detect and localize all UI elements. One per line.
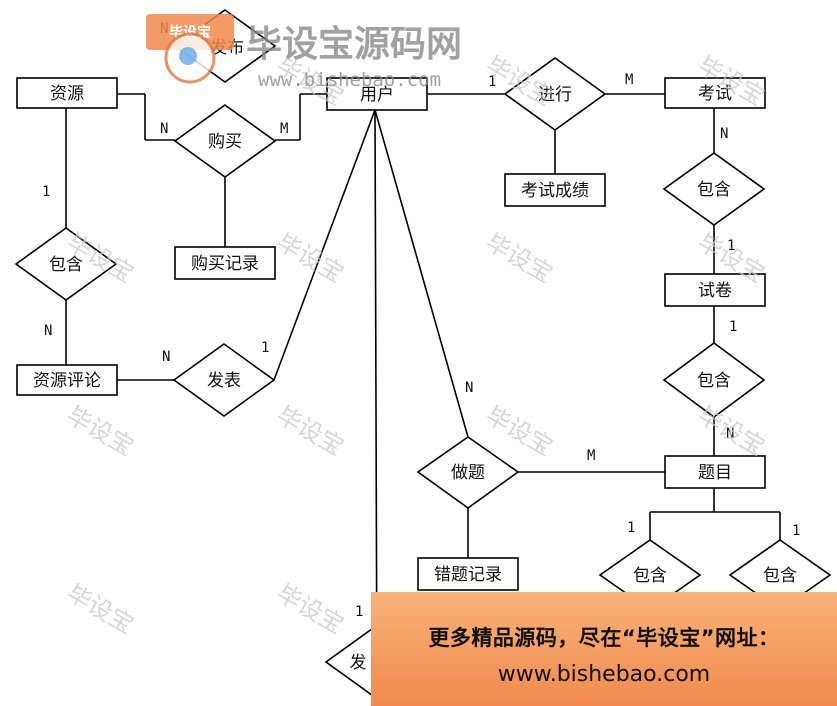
cardinality-conduct-1: 1 xyxy=(488,74,496,90)
svg-text:资源评论: 资源评论 xyxy=(33,371,101,391)
logo-badge xyxy=(146,14,234,50)
entity-user: 用户 xyxy=(326,77,428,111)
banner-url[interactable]: www.bishebao.com xyxy=(497,662,711,687)
entity-resource-comment: 资源评论 xyxy=(16,364,118,396)
svg-text:包含: 包含 xyxy=(633,566,667,586)
cardinality-bottom-1: 1 xyxy=(355,604,363,620)
svg-text:包含: 包含 xyxy=(697,180,731,200)
relationship-purchase: 购买 xyxy=(173,104,277,178)
logo-text: 毕设宝源码网 xyxy=(246,24,462,65)
cardinality-purchase-m: M xyxy=(280,121,288,137)
svg-text:用户: 用户 xyxy=(360,85,394,105)
relationship-contain-resource-comment: 包含 xyxy=(14,227,118,301)
entity-wrong-record: 错题记录 xyxy=(417,557,519,591)
svg-text:发表: 发表 xyxy=(207,371,241,391)
cardinality-do-m: M xyxy=(587,448,595,464)
cardinality-question-n: N xyxy=(726,426,734,442)
svg-text:包含: 包含 xyxy=(697,371,731,391)
cardinality-q-right-1: 1 xyxy=(792,523,800,539)
cardinality-user-do-n: N xyxy=(465,380,473,396)
svg-text:毕设宝: 毕设宝 xyxy=(272,228,348,288)
svg-text:发: 发 xyxy=(350,653,367,673)
entity-exam: 考试 xyxy=(664,77,766,109)
relationship-do-question: 做题 xyxy=(416,436,520,509)
cardinality-resource-1: 1 xyxy=(42,184,50,200)
cardinality-paper-1a: 1 xyxy=(727,238,735,254)
svg-text:题目: 题目 xyxy=(698,463,732,483)
cardinality-labels: N N M 1 M N 1 1 N 1 N N 1 N M 1 1 1 xyxy=(42,21,800,620)
connector-lines xyxy=(65,93,781,706)
svg-text:进行: 进行 xyxy=(538,85,572,105)
promo-banner: 更多精品源码，尽在“毕设宝”网址： www.bishebao.com xyxy=(371,592,837,706)
svg-text:毕设宝: 毕设宝 xyxy=(481,228,557,288)
relationship-conduct: 进行 xyxy=(503,57,607,131)
cardinality-exam-n: N xyxy=(720,126,728,142)
cardinality-post-1: 1 xyxy=(261,340,269,356)
svg-text:毕设宝: 毕设宝 xyxy=(272,579,348,639)
cardinality-q-left-1: 1 xyxy=(627,520,635,536)
svg-text:错题记录: 错题记录 xyxy=(434,565,502,585)
entity-question: 题目 xyxy=(664,455,766,489)
relationship-contain-exam-paper: 包含 xyxy=(662,152,766,226)
cardinality-paper-1b: 1 xyxy=(729,319,737,335)
svg-text:毕设宝: 毕设宝 xyxy=(272,401,348,461)
svg-text:做题: 做题 xyxy=(451,463,485,483)
svg-text:购买记录: 购买记录 xyxy=(191,254,259,274)
logo-url: www.bishebao.com xyxy=(258,69,441,91)
svg-text:包含: 包含 xyxy=(49,255,83,275)
svg-text:试卷: 试卷 xyxy=(698,281,732,301)
svg-text:购买: 购买 xyxy=(208,132,242,152)
entity-purchase-record: 购买记录 xyxy=(174,246,276,280)
cardinality-post-n: N xyxy=(162,349,170,365)
svg-text:毕设宝: 毕设宝 xyxy=(62,401,138,461)
cardinality-comment-n: N xyxy=(44,323,52,339)
banner-line-1: 更多精品源码，尽在“毕设宝”网址： xyxy=(428,626,780,650)
svg-text:资源: 资源 xyxy=(50,84,84,104)
relationship-contain-paper-question: 包含 xyxy=(662,342,766,418)
logo-watermark: 毕设宝 毕设宝源码网 www.bishebao.com xyxy=(146,14,462,91)
entity-resource: 资源 xyxy=(16,77,118,109)
logo-dot-icon xyxy=(179,47,197,65)
entity-exam-score: 考试成绩 xyxy=(504,173,606,207)
svg-text:毕设宝: 毕设宝 xyxy=(693,401,769,461)
cardinality-purchase-n: N xyxy=(160,121,168,137)
svg-text:包含: 包含 xyxy=(763,566,797,586)
svg-text:毕设宝: 毕设宝 xyxy=(481,401,557,461)
svg-text:考试: 考试 xyxy=(698,84,732,104)
entity-paper: 试卷 xyxy=(664,273,766,307)
relationship-post: 发表 xyxy=(172,343,276,417)
svg-text:毕设宝: 毕设宝 xyxy=(62,579,138,639)
svg-text:考试成绩: 考试成绩 xyxy=(521,181,589,201)
cardinality-conduct-m: M xyxy=(625,72,633,88)
